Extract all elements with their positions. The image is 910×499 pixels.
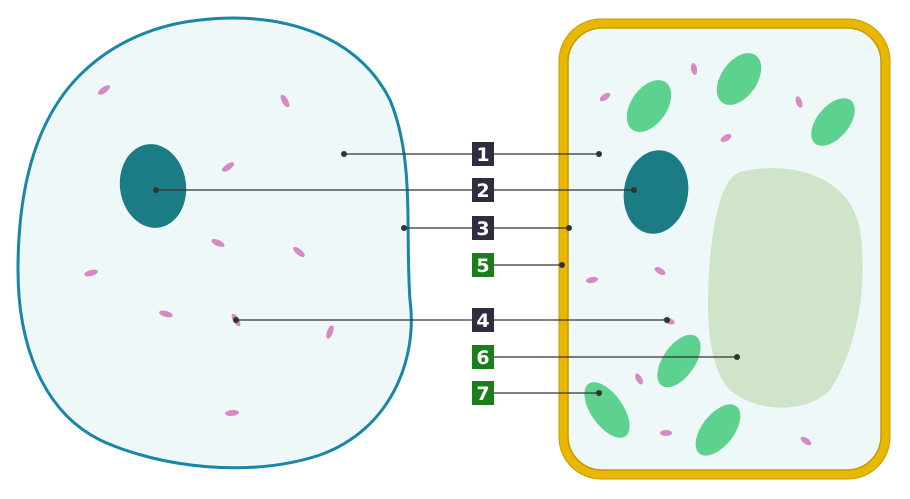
mitochondrion xyxy=(159,310,173,318)
leader-dot xyxy=(401,225,407,231)
mitochondrion xyxy=(654,267,666,275)
leader-dot xyxy=(153,187,159,193)
label-1: 1 xyxy=(472,142,494,166)
label-7: 7 xyxy=(472,381,494,405)
leader-dot xyxy=(341,151,347,157)
mitochondrion xyxy=(98,85,110,95)
label-3-text: 3 xyxy=(476,218,489,240)
chloroplast xyxy=(811,98,855,146)
chloroplast xyxy=(695,404,741,456)
leader-dot xyxy=(596,390,602,396)
label-6-box xyxy=(472,345,494,369)
label-2: 2 xyxy=(472,178,494,202)
label-7-box xyxy=(472,381,494,405)
label-4-text: 4 xyxy=(476,310,489,332)
mitochondrion xyxy=(635,373,643,385)
label-6-text: 6 xyxy=(476,347,489,369)
mitochondrion xyxy=(326,325,334,339)
label-5-text: 5 xyxy=(476,255,489,277)
mitochondrion xyxy=(660,430,672,436)
mitochondrion xyxy=(280,94,290,108)
label-3-box xyxy=(472,216,494,240)
mitochondrion xyxy=(690,63,698,75)
chloroplast xyxy=(716,53,762,105)
leader-dot xyxy=(233,317,239,323)
leader-dots xyxy=(153,151,740,396)
label-2-text: 2 xyxy=(476,180,489,202)
plant-vacuole xyxy=(707,168,863,408)
plant-cell xyxy=(558,18,891,480)
leader-lines xyxy=(156,153,737,394)
label-5-box xyxy=(472,253,494,277)
leader-dot xyxy=(734,354,740,360)
mitochondrion xyxy=(84,269,98,277)
plant-mitochondria-group xyxy=(586,63,812,446)
label-6: 6 xyxy=(472,345,494,369)
leader-dot xyxy=(566,225,572,231)
animal-cell xyxy=(16,16,413,470)
label-1-text: 1 xyxy=(476,144,489,166)
chloroplast xyxy=(584,382,630,438)
mitochondrion xyxy=(222,162,234,172)
leader-dot xyxy=(596,151,602,157)
mitochondrion xyxy=(720,134,732,142)
mitochondrion xyxy=(586,276,598,284)
mitochondrion xyxy=(211,238,225,248)
leader-dot xyxy=(631,187,637,193)
label-7-text: 7 xyxy=(476,383,489,405)
plant-nucleus xyxy=(623,150,689,234)
label-4: 4 xyxy=(472,308,494,332)
leader-dot xyxy=(559,262,565,268)
mitochondrion xyxy=(795,96,803,108)
label-4-box xyxy=(472,308,494,332)
label-5: 5 xyxy=(472,253,494,277)
mitochondrion xyxy=(293,246,305,258)
mitochondrion xyxy=(599,92,611,102)
chloroplast-group xyxy=(584,53,855,456)
label-2-box xyxy=(472,178,494,202)
mitochondrion xyxy=(800,436,812,446)
label-3: 3 xyxy=(472,216,494,240)
mitochondrion xyxy=(225,409,239,417)
label-1-box xyxy=(472,142,494,166)
animal-nucleus xyxy=(119,144,187,228)
leader-dot xyxy=(664,317,670,323)
chloroplast xyxy=(626,80,672,132)
chloroplast xyxy=(657,334,701,388)
